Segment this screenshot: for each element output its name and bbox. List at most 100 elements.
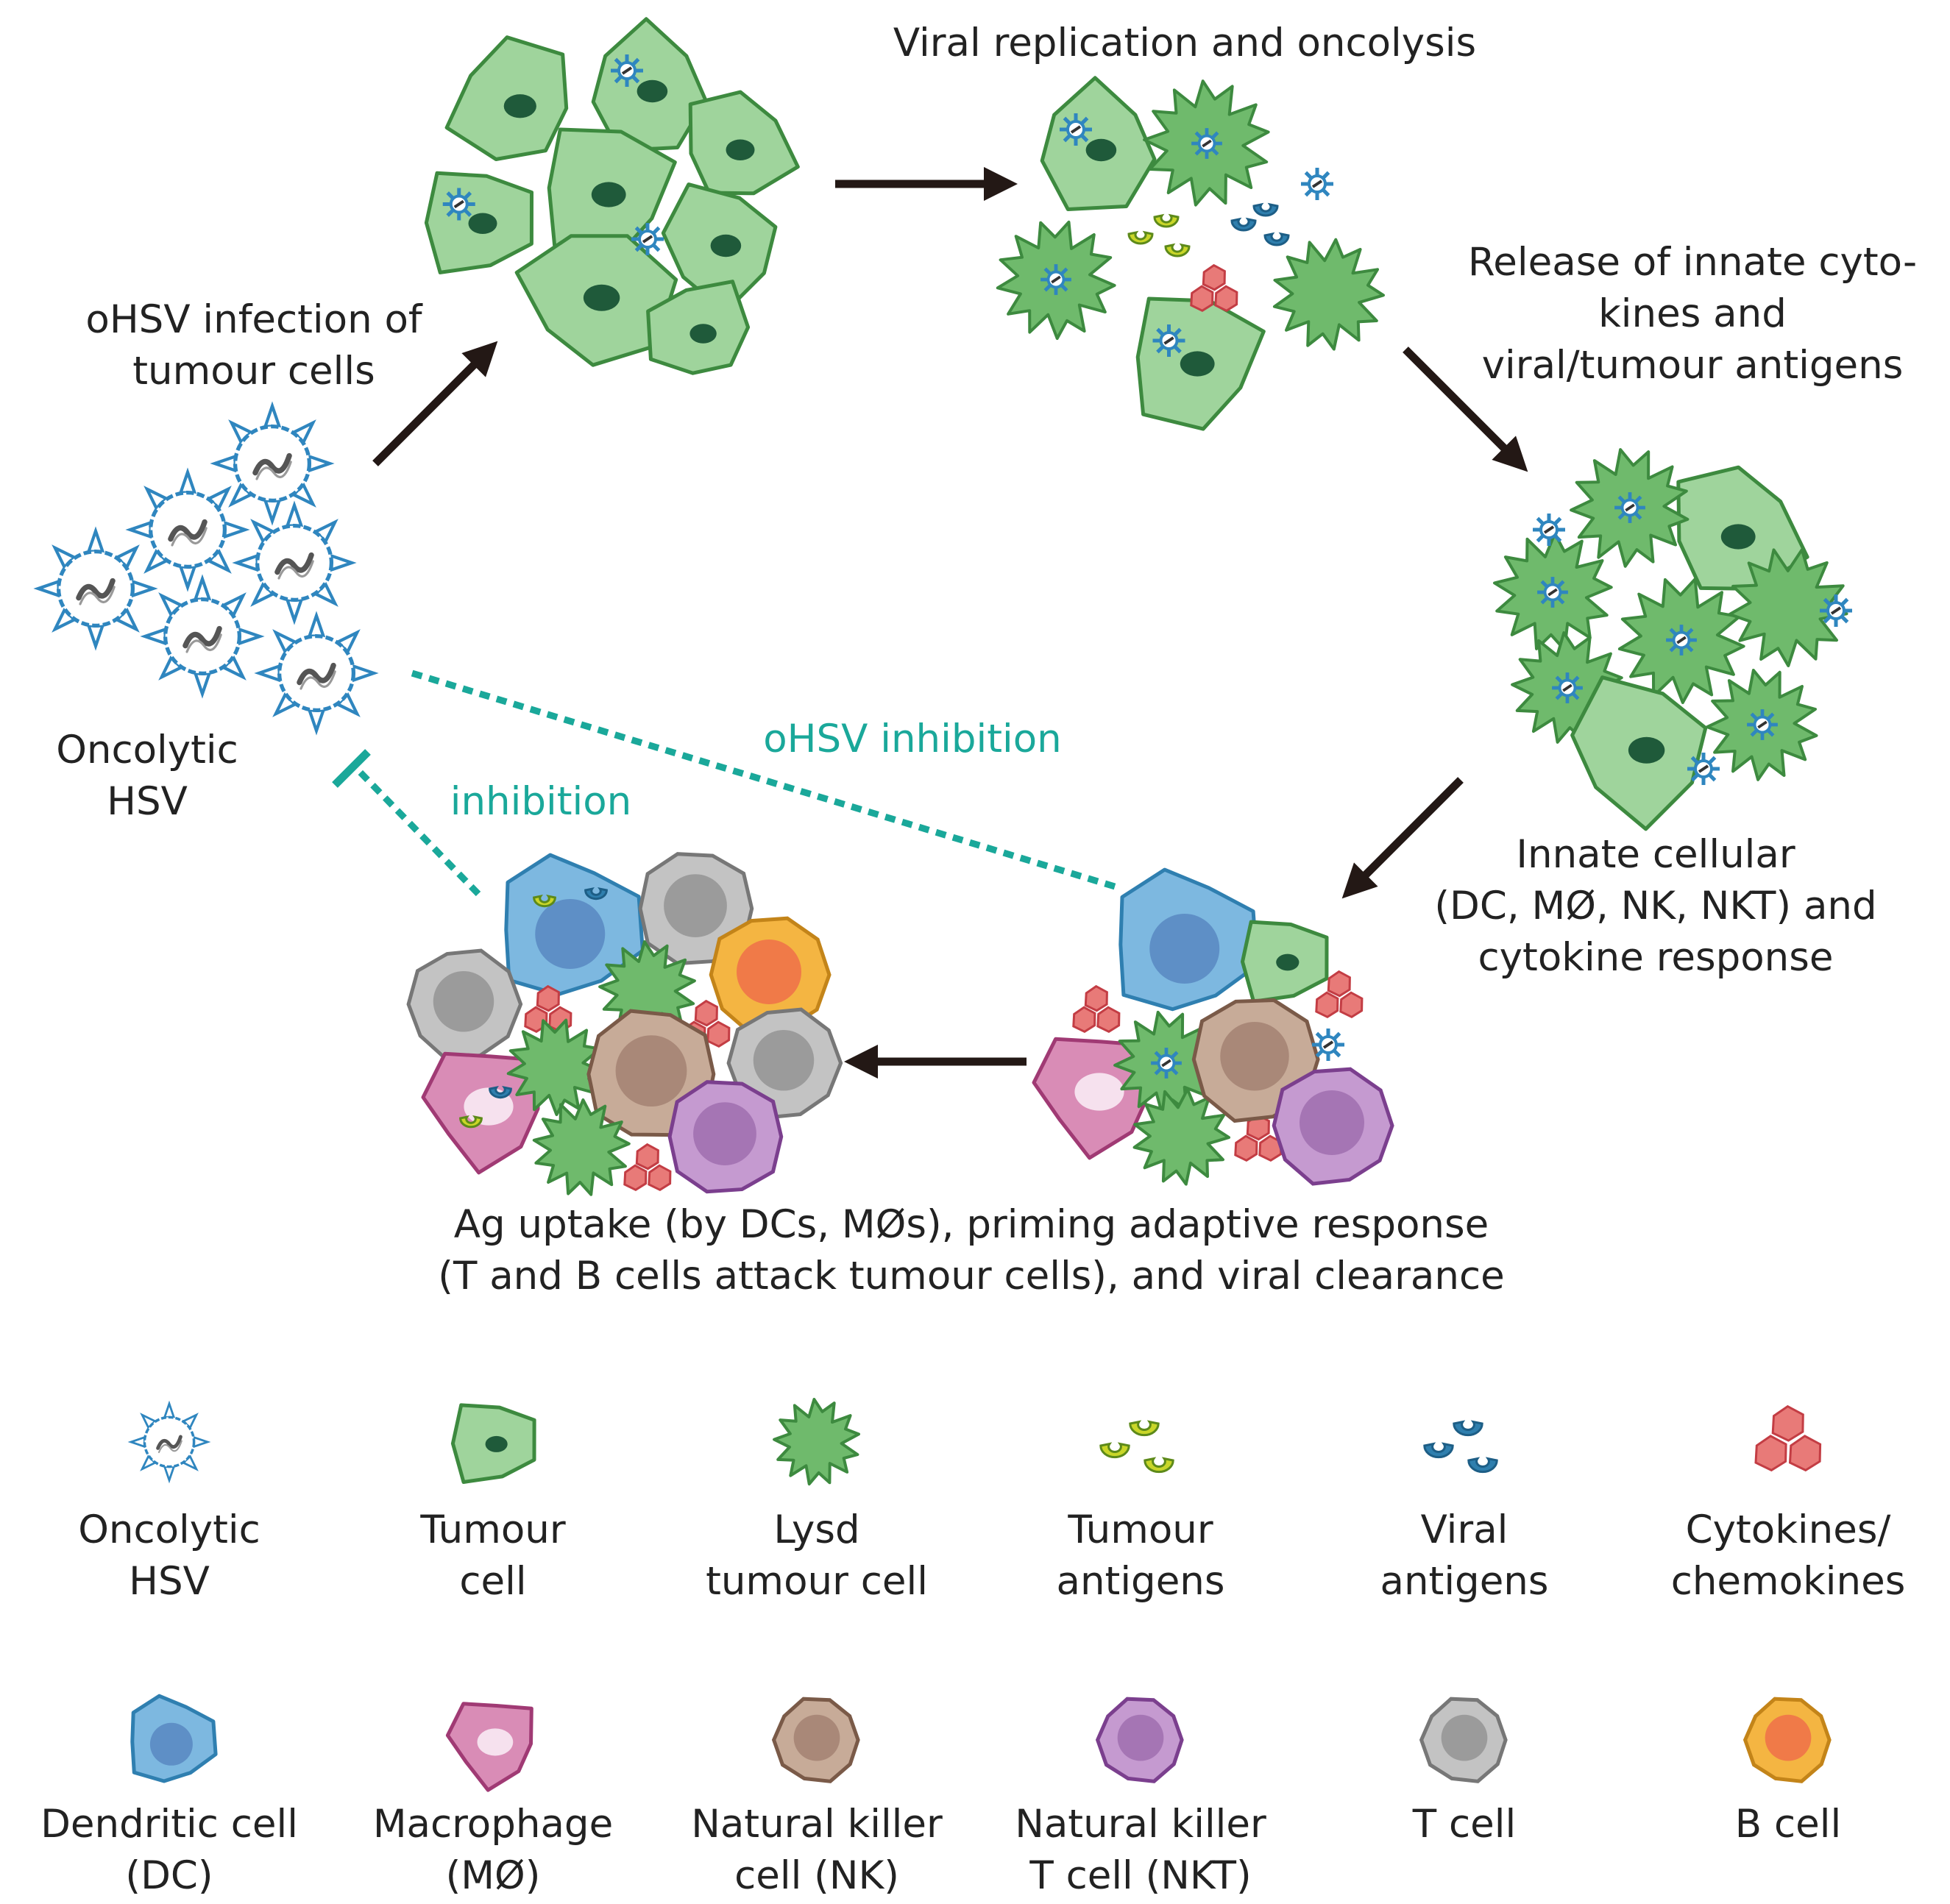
- label-uptake: Ag uptake (by DCs, MØs), priming adaptiv…: [438, 1202, 1505, 1299]
- viral-antigen: [1453, 1420, 1483, 1437]
- nk-cell-icon: [771, 1697, 860, 1783]
- small-virus-icon: [1614, 492, 1645, 523]
- small-virus-icon: [1533, 514, 1565, 546]
- legend-label: Dendritic cell(DC): [15, 1799, 324, 1902]
- macrophage: [421, 1051, 541, 1175]
- viral-antigen-icon: [1423, 1420, 1498, 1474]
- process-arrows: [372, 166, 1528, 1079]
- small-virus-icon: [1191, 128, 1222, 159]
- virus-icon: [140, 574, 265, 699]
- small-virus-icon: [1301, 168, 1333, 200]
- viral-antigen: [1230, 217, 1257, 232]
- tumour-cell: [646, 280, 751, 375]
- arrow-innate: [1341, 777, 1464, 899]
- dendritic-cell: [1118, 867, 1259, 1012]
- lysed-tumour-cell: [1493, 532, 1613, 652]
- viral-antigen: [489, 1085, 512, 1099]
- tumour-cell: [514, 234, 678, 367]
- tumour-cell-icon: [450, 1403, 536, 1484]
- lysed-tumour-cell: [773, 1398, 860, 1486]
- small-virus-icon: [631, 223, 664, 255]
- nkt-cell: [1095, 1697, 1184, 1783]
- small-virus-icon: [1552, 672, 1583, 703]
- t-cell: [1419, 1697, 1508, 1783]
- virus-icon: [125, 467, 250, 592]
- legend-label-line: chemokines: [1670, 1559, 1906, 1604]
- inhibition-line: [354, 766, 481, 897]
- tumour-cell: [1570, 675, 1708, 831]
- legend-label-line: antigens: [1056, 1559, 1225, 1604]
- cytokine-cluster: [1190, 263, 1238, 313]
- tumour-cell: [444, 35, 569, 161]
- viral-antigen: [1467, 1457, 1498, 1474]
- tumour-cell: [450, 1403, 536, 1484]
- legend-label-line: Dendritic cell: [40, 1802, 298, 1847]
- small-virus-icon: [442, 188, 475, 221]
- viral-antigen: [584, 887, 608, 901]
- cytokine-cluster: [1754, 1404, 1822, 1472]
- legend-label-line: Oncolytic: [78, 1507, 260, 1552]
- t-cell-icon: [1419, 1697, 1508, 1783]
- tumour-cell: [1135, 296, 1266, 431]
- small-virus-icon: [1820, 594, 1852, 627]
- macrophage-icon: [445, 1702, 533, 1792]
- scene-adaptive-response: [406, 852, 843, 1196]
- tumour-cell: [591, 17, 708, 152]
- lysed-tumour-cell: [1728, 548, 1848, 667]
- lysed-tumour-cell: [532, 1098, 631, 1196]
- dendritic-cell-icon: [130, 1694, 218, 1783]
- b-cell-icon: [1742, 1697, 1832, 1783]
- dendritic-cell: [130, 1694, 218, 1783]
- legend-label-line: tumour cell: [706, 1559, 928, 1604]
- tumour-antigen: [459, 1115, 483, 1129]
- legend-label: B cell: [1634, 1799, 1943, 1850]
- small-virus-icon: [611, 54, 643, 87]
- tumour-antigen: [1144, 1457, 1174, 1474]
- legend-label: Macrophage(MØ): [338, 1799, 648, 1902]
- small-virus-icon: [1747, 709, 1778, 740]
- viral-antigen: [1263, 232, 1290, 246]
- lysed-tumour-cell: [1143, 79, 1270, 207]
- cytokine-cluster: [1315, 970, 1364, 1019]
- arrow-infection: [372, 341, 498, 466]
- tumour-cell: [1241, 920, 1329, 1003]
- small-virus-icon: [1666, 625, 1697, 656]
- virus-icon: [127, 1400, 211, 1484]
- lysed-tumour-cell: [1706, 669, 1818, 781]
- arrow-release: [1403, 347, 1528, 472]
- inhibition-bar: [332, 749, 371, 788]
- legend-label-line: antigens: [1380, 1559, 1549, 1604]
- tumour-antigen: [1129, 1420, 1160, 1437]
- legend-label-line: T cell (NKT): [1029, 1853, 1252, 1898]
- nkt-cell: [1272, 1067, 1394, 1186]
- scene-oncolytic-hsv: [33, 401, 379, 736]
- small-virus-icon: [1040, 264, 1071, 295]
- legend-label-line: (MØ): [445, 1853, 541, 1898]
- lysed-tumour-cell: [1570, 448, 1690, 568]
- macrophage: [445, 1702, 533, 1792]
- scene-infection: [424, 17, 800, 375]
- lysed-tumour-cell: [506, 1018, 605, 1116]
- small-virus-icon: [1312, 1029, 1344, 1061]
- legend-label-line: Natural killer: [1015, 1802, 1266, 1847]
- b-cell: [709, 916, 832, 1035]
- legend-label-line: cell: [459, 1559, 527, 1604]
- lysed-tumour-cell: [1113, 1010, 1219, 1116]
- legend-label-line: Natural killer: [691, 1802, 943, 1847]
- label-ohsv-inhibition: oHSV inhibition: [763, 717, 1062, 761]
- small-virus-icon: [1060, 113, 1092, 146]
- tumour-antigen-icon: [1099, 1420, 1174, 1474]
- tumour-cell: [661, 182, 778, 314]
- legend-label-line: HSV: [129, 1559, 210, 1604]
- label-inhibition: inhibition: [450, 779, 632, 824]
- tumour-antigen: [533, 894, 556, 908]
- tumour-cell: [547, 127, 677, 262]
